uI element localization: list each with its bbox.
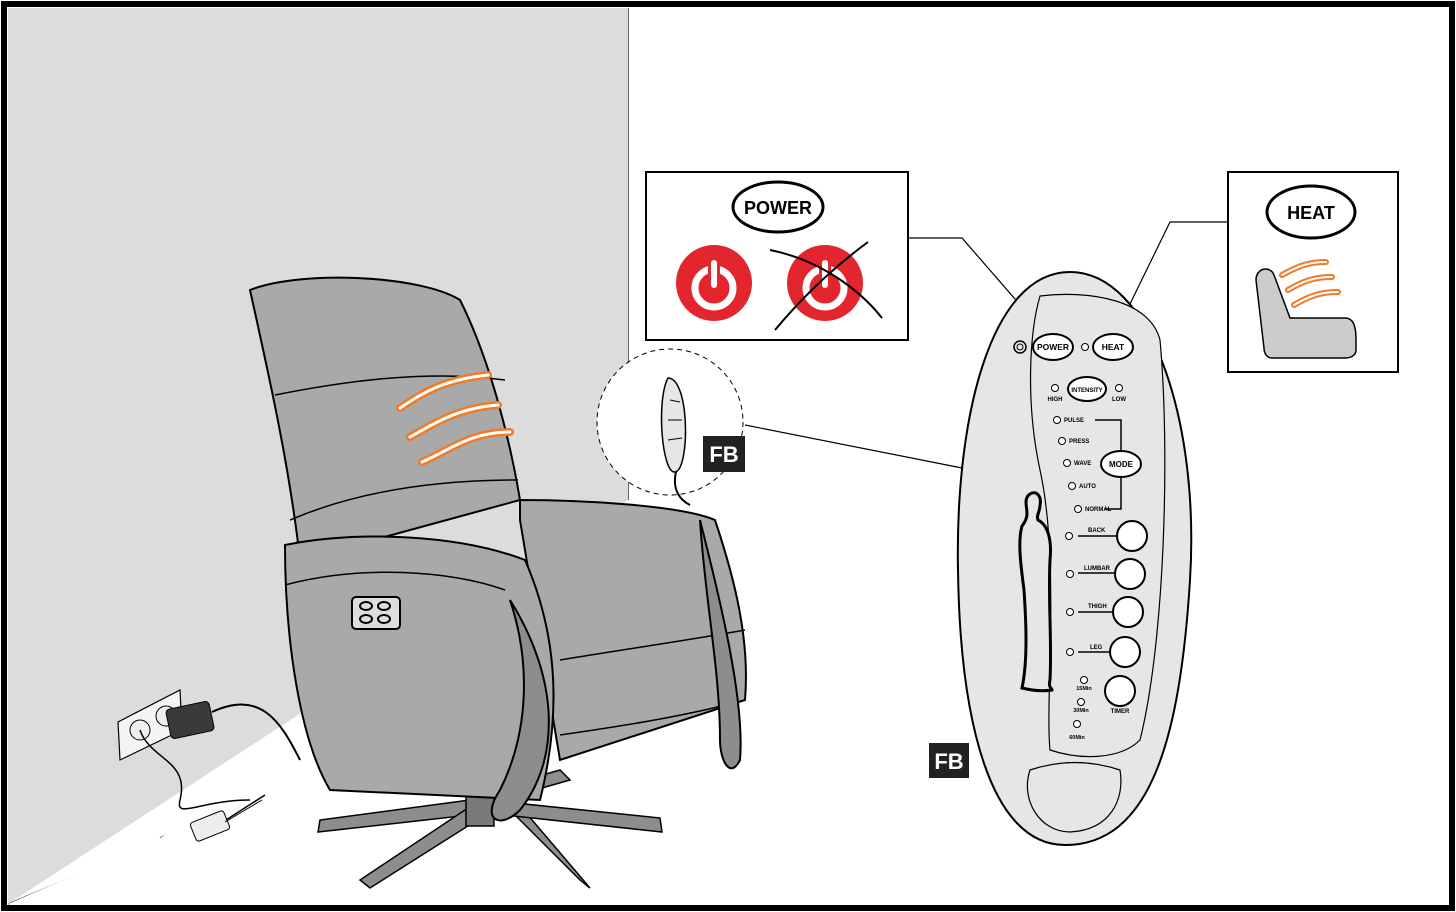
remote-mode-label: MODE: [1109, 460, 1134, 469]
mode-normal-label: NORMAL: [1085, 507, 1112, 513]
zoom-leader-line: [745, 425, 962, 468]
thumb-tag-label: FB: [709, 442, 738, 467]
power-callout-label: POWER: [744, 198, 812, 218]
timer-30-led: [1078, 699, 1085, 706]
mode-press-label: PRESS: [1069, 439, 1089, 445]
zone-thigh-label: THIGH: [1088, 604, 1107, 610]
remote-intensity-label: INTENSITY: [1071, 388, 1102, 394]
mode-wave-label: WAVE: [1074, 461, 1091, 467]
mode-pulse-label: PULSE: [1064, 418, 1084, 424]
heat-callout-label: HEAT: [1287, 203, 1335, 223]
remote-timer-label: TIMER: [1111, 709, 1130, 715]
remote-back-button[interactable]: [1117, 521, 1147, 551]
remote-tag-label: FB: [934, 749, 963, 774]
low-led: [1116, 385, 1123, 392]
high-led: [1052, 385, 1059, 392]
power-callout: POWER: [646, 172, 908, 340]
remote-power-label: POWER: [1037, 342, 1069, 352]
mode-auto-label: AUTO: [1079, 484, 1096, 490]
heat-callout: HEAT: [1228, 172, 1398, 372]
zone-lumbar-label: LUMBAR: [1084, 566, 1111, 572]
intensity-high-label: HIGH: [1048, 397, 1063, 403]
power-on-icon: [676, 245, 752, 321]
remote-control: [958, 272, 1191, 845]
timer-15-label: 15Min: [1076, 686, 1092, 692]
remote-leg-button[interactable]: [1110, 637, 1140, 667]
remote-timer-button[interactable]: [1105, 676, 1135, 706]
heat-led: [1082, 344, 1089, 351]
remote-thigh-button[interactable]: [1113, 597, 1143, 627]
intensity-low-label: LOW: [1112, 397, 1126, 403]
remote-heat-label: HEAT: [1102, 342, 1125, 352]
timer-30-label: 30Min: [1073, 708, 1089, 714]
zone-back-label: BACK: [1088, 528, 1106, 534]
timer-15-led: [1081, 677, 1088, 684]
remote-lumbar-button[interactable]: [1115, 559, 1145, 589]
timer-60-label: 60Min: [1069, 735, 1085, 741]
timer-60-led: [1074, 721, 1081, 728]
zone-leg-label: LEG: [1090, 645, 1103, 651]
